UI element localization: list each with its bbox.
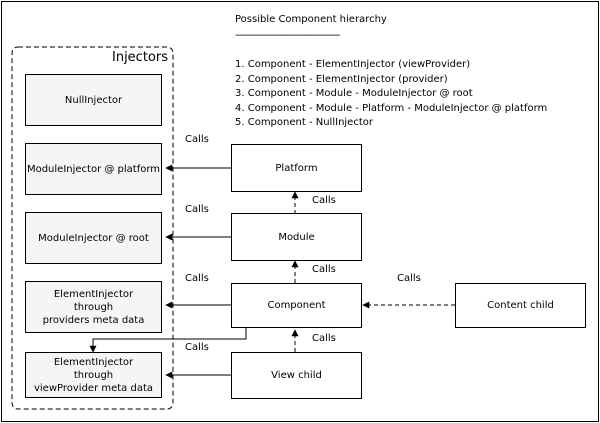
- hierarchy-list: 1. Component - ElementInjector (viewProv…: [235, 58, 547, 131]
- platform-box: Platform: [231, 144, 362, 192]
- hierarchy-item: 1. Component - ElementInjector (viewProv…: [235, 59, 471, 70]
- calls-label: Calls: [185, 342, 209, 353]
- module-injector-root-box: ModuleInjector @ root: [25, 212, 162, 264]
- calls-label: Calls: [185, 204, 209, 215]
- injectors-title: Injectors: [112, 50, 168, 65]
- hierarchy-item: 5. Component - NullInjector: [235, 117, 373, 128]
- view-child-box: View child: [231, 352, 362, 399]
- arrow-component-to-element-injector-viewprovider: [89, 327, 247, 353]
- module-injector-platform-box: ModuleInjector @ platform: [25, 143, 162, 195]
- hierarchy-item: 4. Component - Module - Platform - Modul…: [235, 102, 548, 114]
- calls-label: Calls: [185, 134, 209, 145]
- calls-label: Calls: [185, 273, 209, 284]
- module-box: Module: [231, 213, 362, 261]
- hierarchy-item: 2. Component - ElementInjector (provider…: [235, 73, 448, 85]
- hierarchy-rule: ----------------------------------------: [235, 30, 340, 41]
- hierarchy-item: 3. Component - Module - ModuleInjector @…: [235, 88, 473, 99]
- content-child-box: Content child: [455, 283, 586, 328]
- null-injector-box: NullInjector: [25, 74, 162, 126]
- calls-label: Calls: [312, 195, 336, 206]
- component-box: Component: [231, 283, 362, 328]
- element-injector-providers-box: ElementInjector through providers meta d…: [25, 281, 162, 333]
- element-injector-viewprovider-box: ElementInjector through viewProvider met…: [25, 352, 162, 398]
- calls-label: Calls: [312, 264, 336, 275]
- calls-label: Calls: [312, 333, 336, 344]
- calls-label: Calls: [397, 273, 421, 284]
- hierarchy-title: Possible Component hierarchy: [235, 14, 387, 25]
